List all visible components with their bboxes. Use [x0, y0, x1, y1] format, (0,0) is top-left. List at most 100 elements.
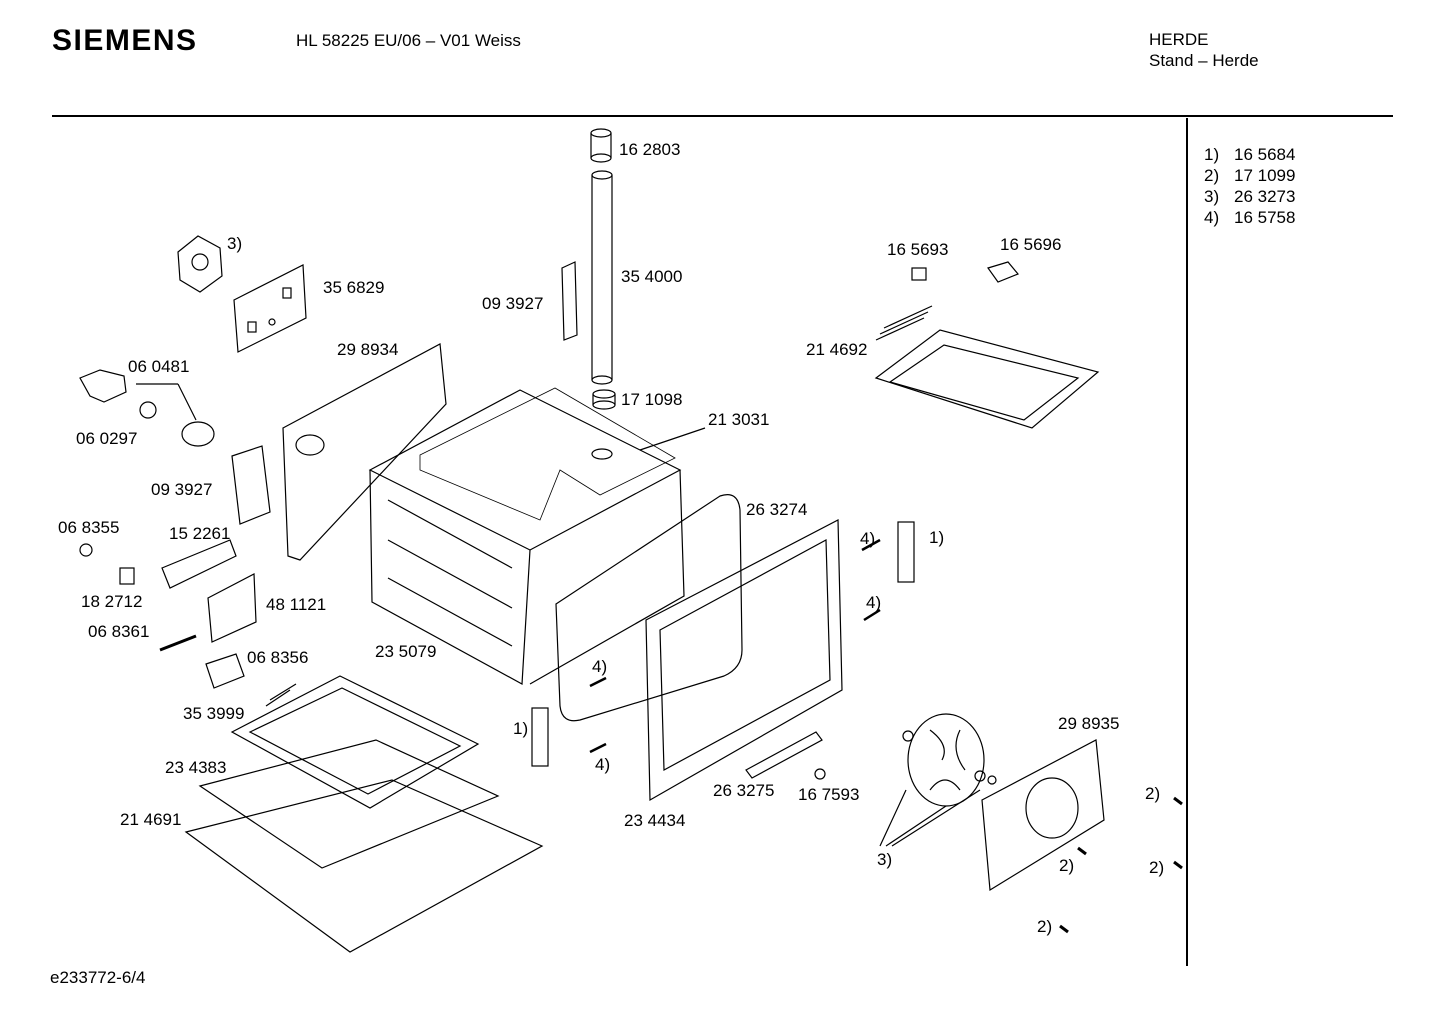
- part-flue-cap: [590, 128, 612, 163]
- part-door-strip: [745, 731, 823, 779]
- label-093927-left: 09 3927: [151, 480, 213, 499]
- label-354000: 35 4000: [621, 267, 683, 286]
- legend-part: 16 5758: [1234, 208, 1296, 227]
- part-lamp-cover: [181, 421, 215, 447]
- label-165696: 16 5696: [1000, 235, 1062, 254]
- callout-lines-fan: [879, 789, 981, 847]
- label-214692: 21 4692: [806, 340, 868, 359]
- label-ref4-d: 4): [595, 755, 611, 774]
- legend-row: 4) 16 5758: [1204, 207, 1295, 228]
- part-fan-wheel: [902, 713, 997, 807]
- part-sensor-068356: [205, 653, 245, 689]
- label-213031: 21 3031: [708, 410, 770, 429]
- label-356829: 35 6829: [323, 278, 385, 297]
- part-door-seal: [555, 494, 743, 722]
- label-152261: 15 2261: [169, 524, 231, 543]
- label-263274: 26 3274: [746, 500, 808, 519]
- part-terminal-block: [161, 539, 237, 589]
- part-screw-2d: [1059, 924, 1069, 934]
- part-tray: [198, 739, 500, 869]
- part-screw-4b: [863, 608, 881, 622]
- part-lamp-holder: [79, 369, 127, 403]
- legend-part: 16 5684: [1234, 145, 1296, 164]
- label-ref1-b: 1): [513, 719, 529, 738]
- legend-part: 26 3273: [1234, 187, 1296, 206]
- label-ref4-c: 4): [592, 657, 608, 676]
- category-label: HERDE: [1149, 30, 1209, 49]
- part-screw-4a: [861, 538, 881, 552]
- brand-logo: SIEMENS: [52, 24, 198, 57]
- legend-key: 3): [1204, 187, 1220, 206]
- part-clip-b: [987, 261, 1019, 283]
- part-bracket-top: [561, 261, 578, 341]
- part-lamp-socket: [177, 235, 223, 293]
- label-165693: 16 5693: [887, 240, 949, 259]
- label-ref2-a: 2): [1145, 784, 1161, 803]
- label-ref3-b: 3): [877, 850, 893, 869]
- label-068356: 06 8356: [247, 648, 309, 667]
- label-068361: 06 8361: [88, 622, 150, 641]
- label-162803: 16 2803: [619, 140, 681, 159]
- label-093927-top: 09 3927: [482, 294, 544, 313]
- part-door-hinge-left: [531, 707, 549, 767]
- part-lower-heater: [230, 675, 480, 809]
- label-298935: 29 8935: [1058, 714, 1120, 733]
- part-bottom-plate: [184, 779, 544, 953]
- model-title: HL 58225 EU/06 – V01 Weiss: [296, 31, 521, 50]
- part-cover-plate: [233, 264, 307, 353]
- part-screw-2a: [1173, 796, 1183, 806]
- label-234383: 23 4383: [165, 758, 227, 777]
- label-ref4-a: 4): [860, 529, 876, 548]
- legend-key: 4): [1204, 208, 1220, 227]
- label-481121: 48 1121: [266, 595, 327, 614]
- part-bolt-068361: [159, 634, 197, 652]
- label-060297: 06 0297: [76, 429, 138, 448]
- part-pipe-ring: [592, 389, 616, 410]
- part-screw-2c: [1173, 860, 1183, 870]
- label-060481: 06 0481: [128, 357, 190, 376]
- label-068355: 06 8355: [58, 518, 120, 537]
- label-263275: 26 3275: [713, 781, 775, 800]
- reference-legend: 1) 16 5684 2) 17 1099 3) 26 3273 4) 16 5758: [1204, 144, 1295, 228]
- legend-row: 3) 26 3273: [1204, 186, 1295, 207]
- label-353999: 35 3999: [183, 704, 245, 723]
- part-screw-2b: [1077, 846, 1087, 856]
- part-clip-182712: [119, 567, 135, 585]
- legend-row: 1) 16 5684: [1204, 144, 1295, 165]
- label-235079: 23 5079: [375, 642, 437, 661]
- subcategory-label: Stand – Herde: [1149, 51, 1259, 70]
- label-ref2-c: 2): [1149, 858, 1165, 877]
- part-screw-4c: [589, 676, 607, 688]
- part-door-hinge-right: [897, 521, 915, 583]
- part-screw-068355: [79, 543, 93, 557]
- legend-row: 2) 17 1099: [1204, 165, 1295, 186]
- part-flue-pipe: [591, 170, 613, 385]
- part-oven-cavity: [368, 387, 685, 685]
- legend-key: 1): [1204, 145, 1220, 164]
- label-167593: 16 7593: [798, 785, 860, 804]
- label-ref3-top: 3): [227, 234, 243, 253]
- part-upper-heater: [874, 305, 1100, 429]
- label-ref2-d: 2): [1037, 917, 1053, 936]
- label-234434: 23 4434: [624, 811, 686, 830]
- part-clip-a: [911, 267, 927, 281]
- label-ref2-b: 2): [1059, 856, 1075, 875]
- part-washer-167593: [814, 768, 826, 780]
- part-fan-cover: [981, 739, 1105, 892]
- label-214691: 21 4691: [120, 810, 182, 829]
- part-lamp-bulb: [139, 401, 157, 419]
- part-rear-panel: [282, 343, 447, 561]
- legend-key: 2): [1204, 166, 1220, 185]
- label-171098: 17 1098: [621, 390, 683, 409]
- part-switch-plate: [207, 573, 257, 643]
- drawing-id: e233772-6/4: [50, 968, 146, 987]
- label-ref4-b: 4): [866, 593, 882, 612]
- part-door-frame: [645, 519, 843, 802]
- legend-part: 17 1099: [1234, 166, 1296, 185]
- label-ref1-a: 1): [929, 528, 945, 547]
- part-screw-4d: [589, 742, 607, 754]
- label-298934: 29 8934: [337, 340, 399, 359]
- label-182712: 18 2712: [81, 592, 143, 611]
- part-hinge-bracket: [231, 445, 271, 525]
